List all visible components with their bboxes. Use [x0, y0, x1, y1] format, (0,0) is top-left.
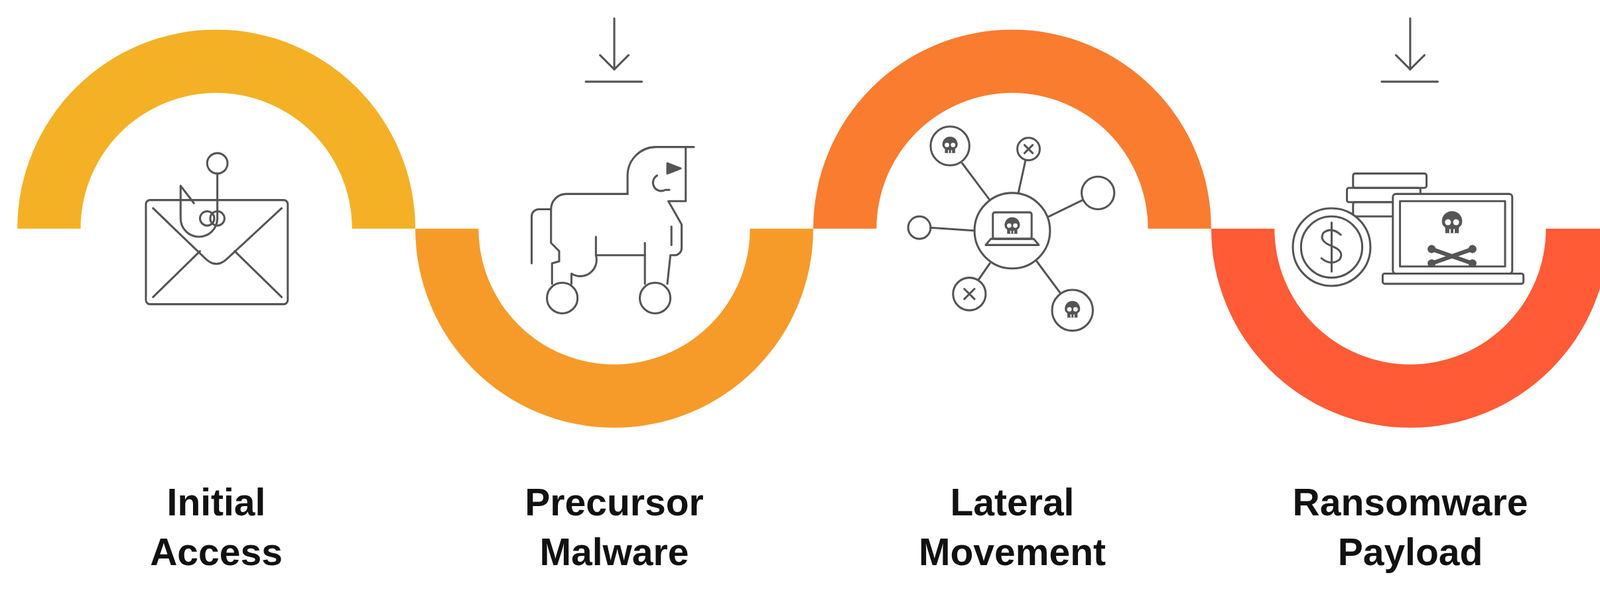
- stage-label: Initial Access: [149, 477, 283, 578]
- skull-symbol: [1442, 210, 1463, 233]
- wave-band: [813, 29, 1212, 229]
- wave-band: [415, 228, 814, 428]
- wave-band: [17, 29, 416, 229]
- skull-symbol: [1064, 301, 1080, 318]
- stage-label: Lateral Movement: [918, 477, 1106, 578]
- ransom-icon: [1292, 173, 1524, 286]
- trojan-horse-icon: [531, 147, 694, 314]
- skull-symbol: [942, 136, 958, 154]
- phishing-icon: [145, 153, 288, 305]
- download-arrow: [1381, 18, 1439, 82]
- skull-symbol: [1004, 217, 1020, 235]
- stage-label: Ransomware Payload: [1292, 477, 1529, 578]
- stage-label: Precursor Malware: [524, 477, 704, 578]
- download-arrow: [585, 18, 643, 82]
- network-icon: [908, 126, 1115, 332]
